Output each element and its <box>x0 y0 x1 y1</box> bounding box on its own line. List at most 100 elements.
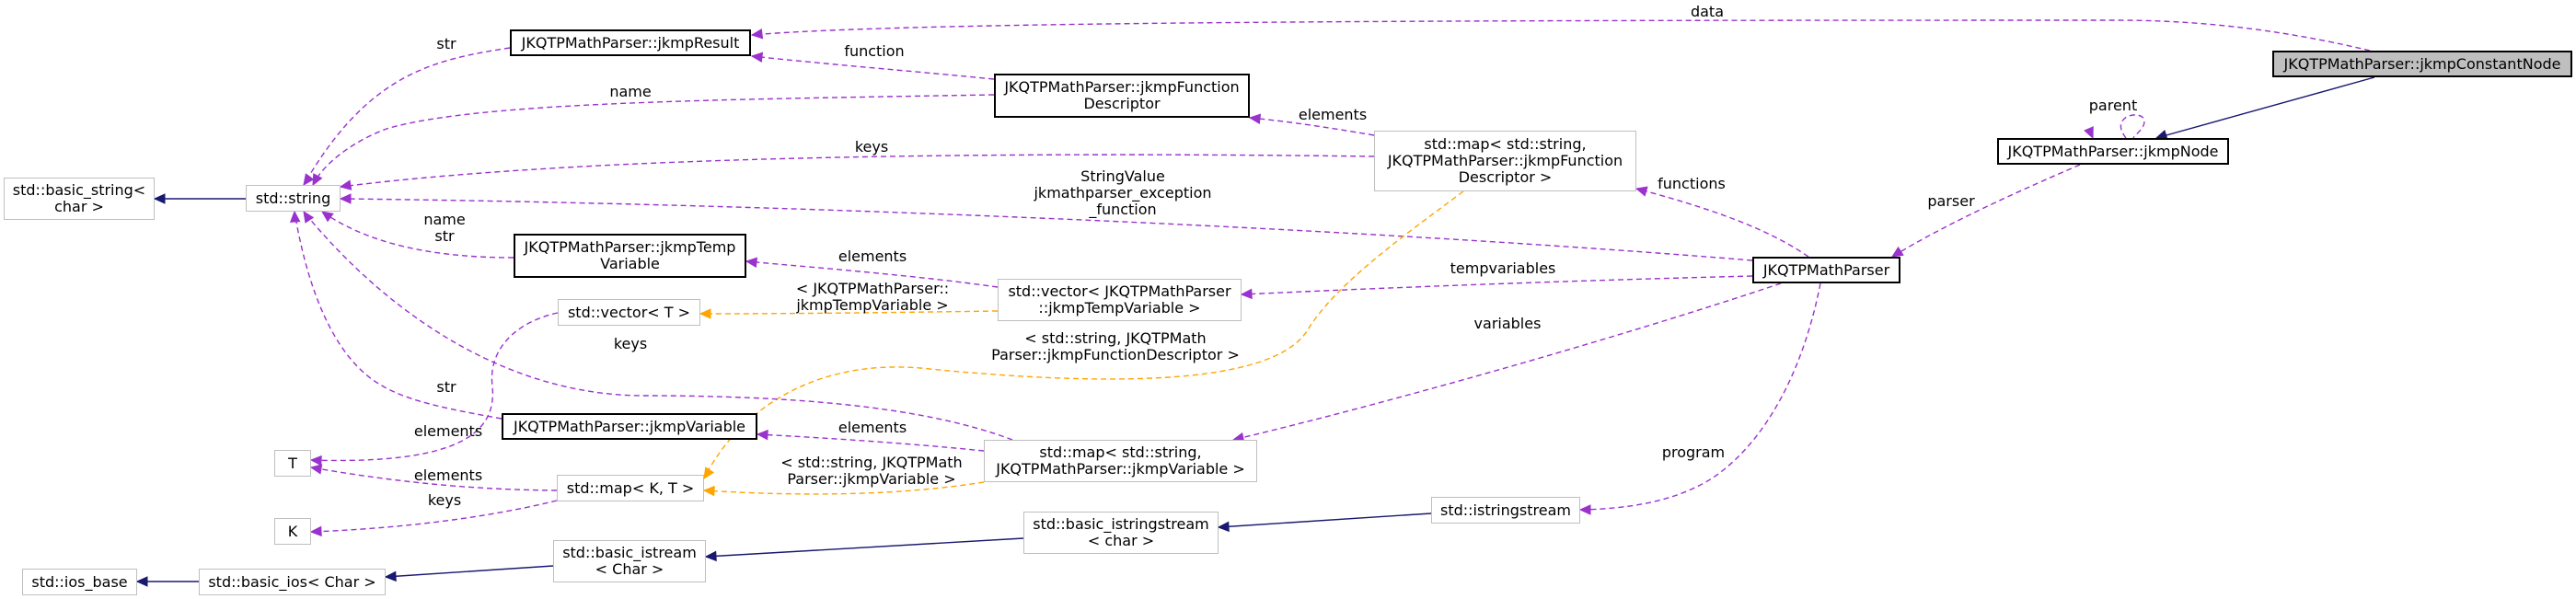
edge-label-data: data <box>1675 4 1739 20</box>
edge-label-line: name <box>609 83 652 100</box>
node-std-string[interactable]: std::string <box>246 185 341 212</box>
edge-var-to-string <box>289 210 502 420</box>
edge-basicios-to-iosbase <box>135 576 199 587</box>
edge-label-line: keys <box>854 138 889 156</box>
node-basic-ios[interactable]: std::basic_ios< Char > <box>199 569 386 595</box>
node-jkmp-constant-node[interactable]: JKQTPMathParser::jkmpConstantNode <box>2272 51 2572 77</box>
edge-mapvar-to-string <box>303 210 1013 441</box>
node-basic-istream[interactable]: std::basic_istream< Char > <box>553 540 706 582</box>
edge-label-line: < std::string, JKQTPMath <box>1024 329 1207 347</box>
edge-vectort-to-vectortemp <box>699 308 999 319</box>
edge-label-str-var: str <box>419 379 474 396</box>
edge-fd-to-result <box>750 52 995 80</box>
edge-label-line: jkmpTempVariable > <box>796 296 949 314</box>
edge-label-keys-map-k: keys <box>412 492 477 509</box>
node-text-line: std::basic_istringstream <box>1033 515 1209 533</box>
node-text-line: Descriptor <box>1083 95 1161 112</box>
edge-label-line: str <box>436 35 456 52</box>
node-text-line: std::vector< JKQTPMathParser <box>1008 282 1231 300</box>
edge-label-line: parent <box>2088 97 2138 114</box>
node-vector-temp-variable[interactable]: std::vector< JKQTPMathParser::jkmpTempVa… <box>998 279 1242 321</box>
edge-label-tempvariables: tempvariables <box>1438 260 1567 277</box>
edge-parser-to-string <box>339 193 1753 261</box>
edge-vectortemp-to-temp <box>745 257 999 288</box>
edge-label-keys-mapfunc: keys <box>839 139 904 156</box>
node-map-kt[interactable]: std::map< K, T > <box>557 475 704 501</box>
edge-label-line: elements <box>1298 106 1368 123</box>
node-jkmp-result[interactable]: JKQTPMathParser::jkmpResult <box>510 29 751 56</box>
node-text-line: std::string <box>255 189 331 207</box>
node-text-line: JKQTPMathParser::jkmpTemp <box>524 238 736 256</box>
edge-label-line: jkmathparser_exception <box>1034 184 1212 202</box>
node-text-line: JKQTPMathParser::jkmpFunction <box>1387 152 1623 169</box>
edge-label-elements-var: elements <box>826 420 918 436</box>
edge-label-function: function <box>828 43 920 60</box>
edge-label-line: < JKQTPMathParser:: <box>795 280 950 297</box>
edge-label-functions: functions <box>1646 176 1738 192</box>
node-text-line: std::basic_ios< Char > <box>208 572 376 591</box>
node-text-line: K <box>287 522 298 540</box>
edge-label-line: elements <box>837 419 907 436</box>
edge-mapvar-to-var <box>756 429 985 452</box>
edge-node-parent <box>2084 114 2145 140</box>
edge-label-line: elements <box>837 248 907 265</box>
node-istringstream[interactable]: std::istringstream <box>1431 497 1580 524</box>
node-type-k[interactable]: K <box>274 518 311 545</box>
edge-label-elements-vector-t: elements <box>402 423 494 440</box>
edge-label-line: < std::string, JKQTPMath <box>780 454 963 471</box>
node-jkmp-node[interactable]: JKQTPMathParser::jkmpNode <box>1997 138 2229 165</box>
node-basic-string[interactable]: std::basic_string<char > <box>4 178 155 220</box>
node-basic-istringstream[interactable]: std::basic_istringstream< char > <box>1023 512 1219 554</box>
node-map-function-descriptor[interactable]: std::map< std::string,JKQTPMathParser::j… <box>1374 131 1636 191</box>
edge-label-line: name <box>423 211 466 228</box>
edge-label-line: str <box>436 378 456 396</box>
edge-label-parser: parser <box>1914 193 1988 210</box>
node-text-line: char > <box>54 198 104 215</box>
node-jkmp-variable[interactable]: JKQTPMathParser::jkmpVariable <box>502 413 757 440</box>
edge-label-line: program <box>1661 443 1726 461</box>
edge-istringstream-to-basicistringstream <box>1217 513 1432 533</box>
edge-label-elements-fd: elements <box>1287 107 1379 123</box>
edge-label-line: elements <box>413 467 483 484</box>
node-text-line: Variable <box>600 255 660 272</box>
edge-label-line: Parser::jkmpFunctionDescriptor > <box>991 346 1240 363</box>
edge-label-line: function <box>844 42 905 60</box>
edge-label-line: keys <box>613 335 648 352</box>
edge-basicstring-to-string <box>153 193 246 204</box>
node-type-t[interactable]: T <box>274 450 311 477</box>
node-text-line: std::istringstream <box>1440 501 1571 519</box>
edge-basicistringstream-to-basicistream <box>704 537 1024 562</box>
node-ios-base[interactable]: std::ios_base <box>22 569 137 595</box>
edge-parser-to-istringstream <box>1578 282 1821 515</box>
node-text-line: std::map< std::string, <box>1424 135 1587 153</box>
edge-mapkt-to-mapvar <box>702 481 985 497</box>
node-text-line: std::vector< T > <box>567 303 691 321</box>
node-text-line: std::basic_istream <box>562 544 697 561</box>
node-text-line: JKQTPMathParser::jkmpResult <box>521 33 740 52</box>
edge-label-vector-templ: < JKQTPMathParser::jkmpTempVariable > <box>771 281 974 314</box>
edge-label-line: keys <box>427 491 462 509</box>
edge-label-line: functions <box>1658 175 1726 192</box>
node-vector-t[interactable]: std::vector< T > <box>558 299 700 326</box>
edge-temp-to-string <box>321 211 514 259</box>
node-jkqtp-math-parser[interactable]: JKQTPMathParser <box>1752 257 1900 283</box>
edge-fd-to-string <box>312 94 995 187</box>
edge-label-line: parser <box>1927 192 1975 210</box>
node-text-line: Descriptor > <box>1458 168 1553 186</box>
node-text-line: JKQTPMathParser::jkmpFunction <box>1004 78 1240 96</box>
edge-label-elements-temp: elements <box>826 248 918 265</box>
edge-mapkt-to-mapfunc <box>703 190 1464 480</box>
edge-label-program: program <box>1652 444 1735 461</box>
node-map-variable[interactable]: std::map< std::string,JKQTPMathParser::j… <box>984 440 1257 482</box>
edge-label-name-fd: name <box>598 84 663 100</box>
node-text-line: std::ios_base <box>31 572 128 591</box>
edge-mapfunc-to-fd <box>1248 113 1375 136</box>
edge-constant-to-result <box>750 19 2371 52</box>
